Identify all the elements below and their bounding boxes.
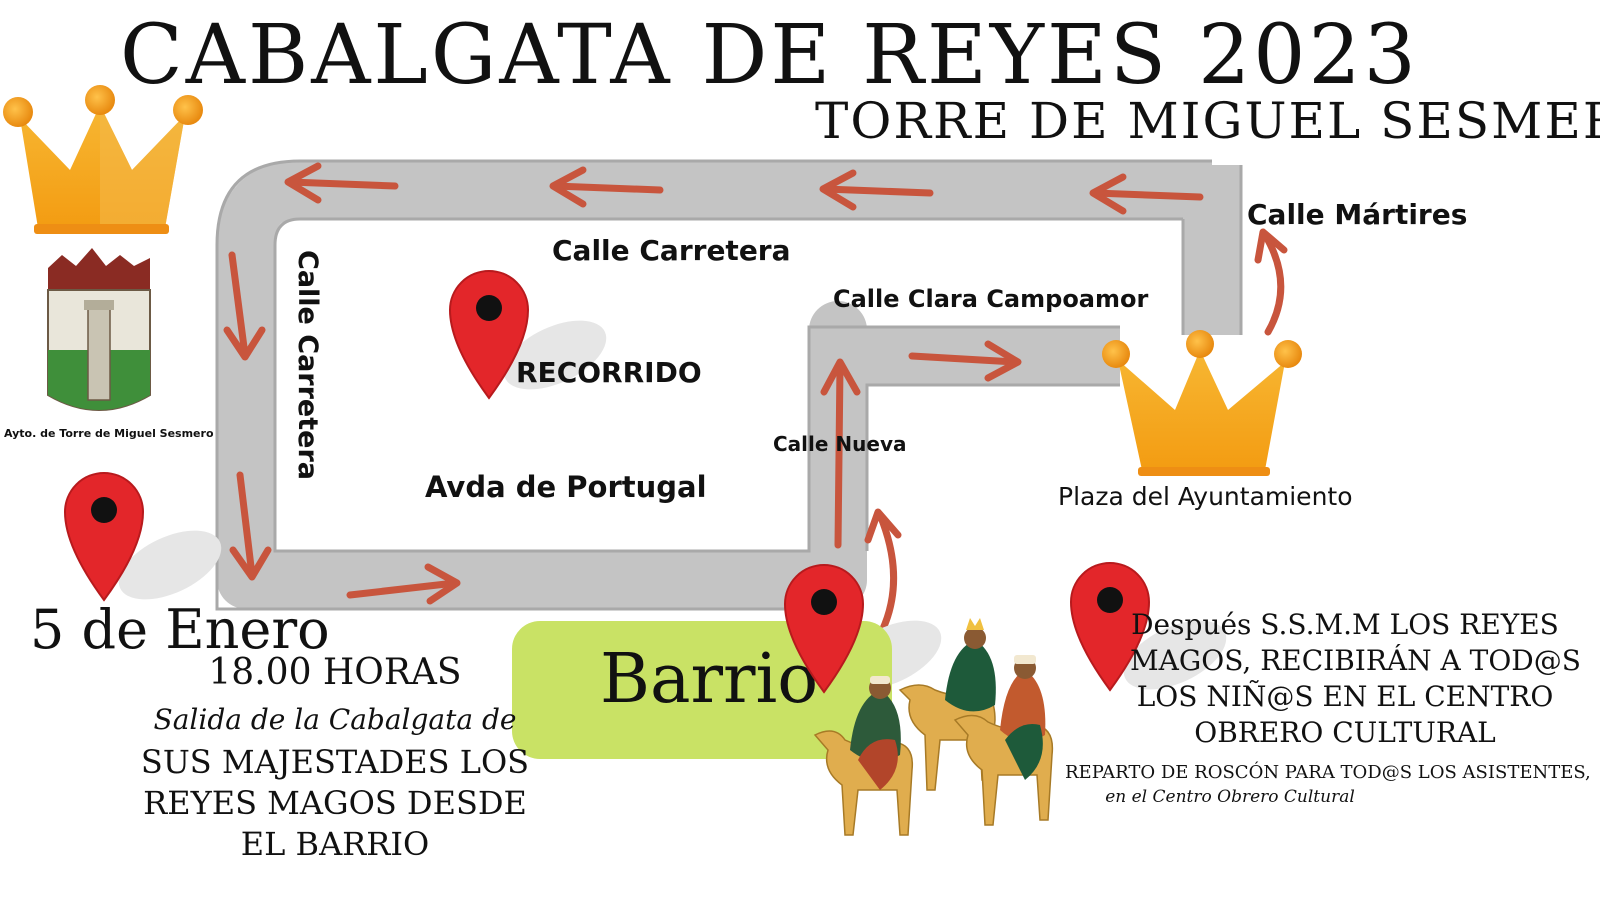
event-time: 18.00 HORAS — [208, 652, 462, 693]
crown-icon — [3, 85, 203, 234]
road-edges — [215, 159, 1243, 611]
event-description-line2: SUS MAJESTADES LOS — [140, 743, 530, 781]
logo-caption: Ayto. de Torre de Miguel Sesmero — [4, 427, 214, 440]
road-network — [217, 161, 1241, 609]
map-pin-icon — [63, 472, 222, 602]
arrow-icon — [1089, 173, 1204, 215]
event-description-line4: EL BARRIO — [240, 825, 430, 863]
street-label-carretera-vertical: Calle Carretera — [292, 250, 323, 480]
arrow-icon — [820, 358, 861, 549]
arrow-icon — [908, 340, 1022, 382]
roscon-place: en el Centro Obrero Cultural — [1105, 787, 1355, 807]
crown-icon — [1102, 330, 1302, 476]
after-line1: Después S.S.M.M LOS REYES — [1131, 608, 1559, 641]
street-label-clara-campoamor: Calle Clara Campoamor — [833, 285, 1149, 313]
roscon-note: REPARTO DE ROSCÓN PARA TOD@S LOS ASISTEN… — [1065, 762, 1591, 783]
map-pin-icon — [1069, 562, 1227, 692]
event-description-line3: REYES MAGOS DESDE — [143, 784, 527, 822]
page-title: CABALGATA DE REYES 2023 — [120, 8, 1419, 103]
after-line4: OBRERO CULTURAL — [1194, 716, 1496, 749]
arrow-icon — [229, 471, 272, 581]
map-pin-icon — [448, 270, 607, 400]
event-date: 5 de Enero — [30, 598, 330, 661]
barrio-label: Barrio — [600, 640, 819, 719]
coat-of-arms-icon — [47, 248, 151, 411]
arrow-icon — [223, 251, 266, 361]
street-label-martires: Calle Mártires — [1247, 198, 1468, 231]
street-label-carretera-top: Calle Carretera — [552, 234, 791, 267]
recorrido-label: RECORRIDO — [516, 356, 702, 389]
arrow-icon — [284, 162, 399, 204]
street-label-nueva: Calle Nueva — [773, 432, 907, 456]
arrow-icon — [819, 169, 934, 211]
after-line2: MAGOS, RECIBIRÁN A TOD@S — [1130, 644, 1581, 677]
arrow-icon — [549, 166, 664, 208]
arrow-icon — [1254, 228, 1288, 336]
street-label-portugal: Avda de Portugal — [425, 470, 707, 504]
arrow-icon — [346, 563, 461, 605]
page-subtitle: TORRE DE MIGUEL SESMERO — [815, 92, 1600, 150]
event-description-line1: Salida de la Cabalgata de — [153, 703, 517, 736]
road-outer-loop — [217, 161, 1241, 609]
after-line3: LOS NIÑ@S EN EL CENTRO — [1136, 680, 1554, 713]
plaza-label: Plaza del Ayuntamiento — [1058, 482, 1353, 511]
